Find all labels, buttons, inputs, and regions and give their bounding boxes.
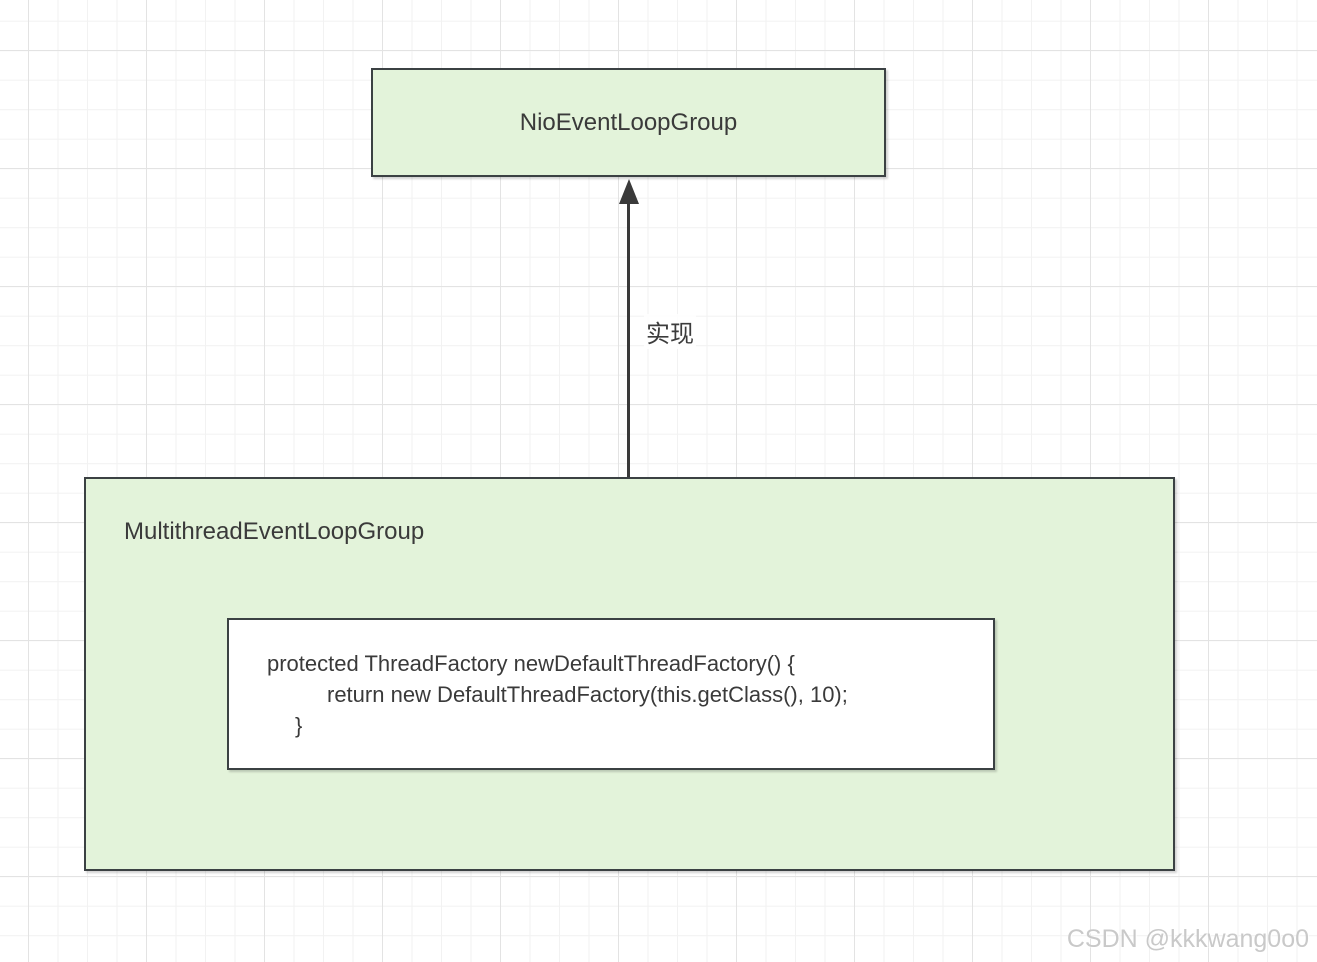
code-line: return new DefaultThreadFactory(this.get…: [327, 682, 848, 707]
code-line: protected ThreadFactory newDefaultThread…: [267, 651, 795, 676]
csdn-watermark: CSDN @kkkwang0o0: [1066, 925, 1309, 953]
code-line: }: [295, 713, 303, 738]
node-multithread-label: MultithreadEventLoopGroup: [124, 518, 425, 545]
edge-label: 实现: [644, 314, 696, 349]
arrow-up-icon: [619, 179, 639, 204]
node-nio-event-loop-group: NioEventLoopGroup: [371, 68, 886, 177]
code-snippet-box: protected ThreadFactory newDefaultThread…: [227, 618, 995, 770]
inheritance-edge-line: [627, 196, 630, 477]
node-nio-label: NioEventLoopGroup: [519, 108, 738, 136]
